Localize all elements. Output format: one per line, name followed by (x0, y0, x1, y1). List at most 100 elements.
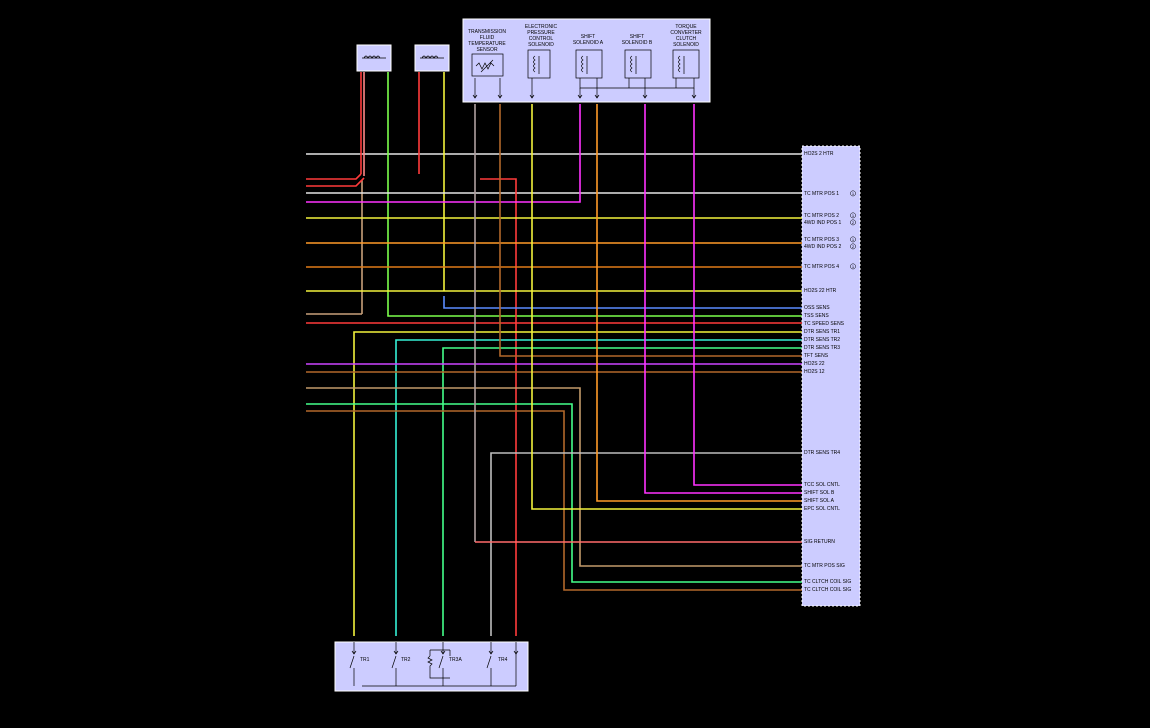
coil-icon (362, 55, 386, 59)
wire-red-left-1 (306, 173, 362, 180)
pcm-label: EPC SOL CNTL (804, 506, 840, 512)
switch-icons (349, 655, 492, 686)
note-marker-icon (850, 190, 856, 197)
pcm-label: DTR SENS TR1 (804, 329, 840, 335)
wire-tcc-sol-cntl (693, 104, 803, 486)
pcm-label: HO2S 22 (804, 361, 825, 367)
header-tft-line-1: TRANSMISSION (468, 29, 506, 35)
header-tft-line-2: FLUID (480, 35, 495, 41)
resistor-icon (475, 59, 495, 73)
pcm-label: DTR SENS TR2 (804, 337, 840, 343)
note-marker-number: 2 (852, 244, 855, 249)
header-epc-line-1: ELECTRONIC (525, 24, 558, 30)
header-tcc: TORQUE CONVERTER CLUTCH SOLENOID (670, 24, 702, 48)
switch-label-tr2: TR2 (401, 657, 411, 663)
header-ssb-line-2: SOLENOID B (622, 40, 653, 46)
tcc-coil-icon (678, 55, 685, 74)
wire-dtr-tr2 (395, 339, 803, 636)
pcm-label: 4WD IND POS 2 (804, 244, 841, 250)
note-marker-number: 2 (852, 220, 855, 225)
connector-pins (472, 78, 697, 99)
switch-label-tr1: TR1 (360, 657, 370, 663)
header-tcc-line-2: CONVERTER (670, 30, 702, 36)
header-tft-line-4: SENSOR (476, 47, 498, 53)
pcm-label: HO2S 12 (804, 369, 825, 375)
wire-shift-sol-a (596, 104, 803, 502)
header-tft: TRANSMISSION FLUID TEMPERATURE SENSOR (468, 29, 506, 53)
header-tcc-line-3: CLUTCH (676, 36, 697, 42)
ssb-solenoid-icon (624, 49, 652, 79)
dtr-pins (351, 642, 519, 655)
pcm-label: TC MTR POS SIG (804, 563, 845, 569)
header-ssa-line-2: SOLENOID A (573, 40, 604, 46)
header-ssa: SHIFT SOLENOID A (573, 34, 604, 46)
note-marker-number: 1 (852, 191, 855, 196)
note-marker-icon (850, 236, 856, 243)
wire-magenta-top (306, 104, 581, 203)
pcm-label: 4WD IND POS 1 (804, 220, 841, 226)
header-ssb: SHIFT SOLENOID B (622, 34, 653, 46)
pcm-label: DTR SENS TR4 (804, 450, 840, 456)
switch-label-tr4: TR4 (498, 657, 508, 663)
wire-red-tft (480, 178, 517, 636)
note-marker-icon (850, 243, 856, 250)
wire-dtr-tr4 (490, 452, 803, 636)
pcm-label: HO2S 2 HTR (804, 151, 834, 157)
solenoid-common-bus (579, 78, 695, 89)
wire-tc-cltch-coil-2 (306, 410, 803, 591)
header-tcc-line-4: SOLENOID (673, 42, 699, 48)
dtr-common-bus (362, 654, 517, 687)
pcm-label: TSS SENS (804, 313, 829, 319)
wire-sensor1-green (387, 72, 803, 317)
tcc-solenoid-icon (672, 49, 700, 79)
wire-dtr-tr3 (442, 347, 803, 636)
transmission-solenoid-box: TRANSMISSION FLUID TEMPERATURE SENSOR EL… (462, 18, 711, 103)
dtr-sensor-box: TR1 TR2 TR3A TR4 (334, 641, 529, 692)
pcm-label: TCC SOL CNTL (804, 482, 840, 488)
note-marker-icon (850, 219, 856, 226)
wire-red-left-2 (306, 177, 365, 187)
header-ssa-line-1: SHIFT (581, 34, 595, 40)
ssa-coil-icon (581, 55, 588, 74)
header-tcc-line-1: TORQUE (675, 24, 697, 30)
wire-epc-sol-cntl (531, 104, 803, 510)
pcm-label: SHIFT SOL A (804, 498, 835, 504)
note-marker-icon (850, 263, 856, 270)
pcm-label: TC SPEED SENS (804, 321, 845, 327)
header-ssb-line-1: SHIFT (630, 34, 644, 40)
note-marker-number: 1 (852, 213, 855, 218)
wire-dtr-tr1 (353, 331, 803, 636)
pcm-label: HO2S 22 HTR (804, 288, 837, 294)
wire-tc-mtr-pos-sig (306, 387, 803, 567)
heater-sensor-1 (356, 44, 392, 72)
note-marker-number: 1 (852, 237, 855, 242)
wire-oss-sens (443, 296, 803, 309)
ssb-coil-icon (630, 55, 637, 74)
pcm-label: OSS SENS (804, 305, 830, 311)
pcm-label: TC CLTCH COIL SIG (804, 579, 851, 585)
tr3a-resistor-icon (427, 649, 451, 679)
epc-coil-icon (533, 55, 540, 74)
wires (306, 72, 803, 636)
thermistor-icon (471, 53, 504, 77)
pcm-label: SIG RETURN (804, 539, 835, 545)
epc-solenoid-icon (527, 49, 551, 79)
wire-tc-cltch-coil-1 (306, 403, 803, 583)
pcm-label: DTR SENS TR3 (804, 345, 840, 351)
switch-label-tr3a: TR3A (449, 657, 462, 663)
ssa-solenoid-icon (575, 49, 603, 79)
header-epc-line-2: PRESSURE (527, 30, 555, 36)
pcm-label: SHIFT SOL B (804, 490, 835, 496)
pcm-label: TC MTR POS 3 (804, 237, 839, 243)
header-epc-line-3: CONTROL (529, 36, 554, 42)
pcm-label: TC MTR POS 2 (804, 213, 839, 219)
pcm-label: TC CLTCH COIL SIG (804, 587, 851, 593)
note-marker-icon (850, 212, 856, 219)
pcm-label: TFT SENS (804, 353, 829, 359)
header-epc: ELECTRONIC PRESSURE CONTROL SOLENOID (525, 24, 558, 48)
heater-sensor-2 (414, 44, 450, 72)
note-marker-number: 1 (852, 264, 855, 269)
